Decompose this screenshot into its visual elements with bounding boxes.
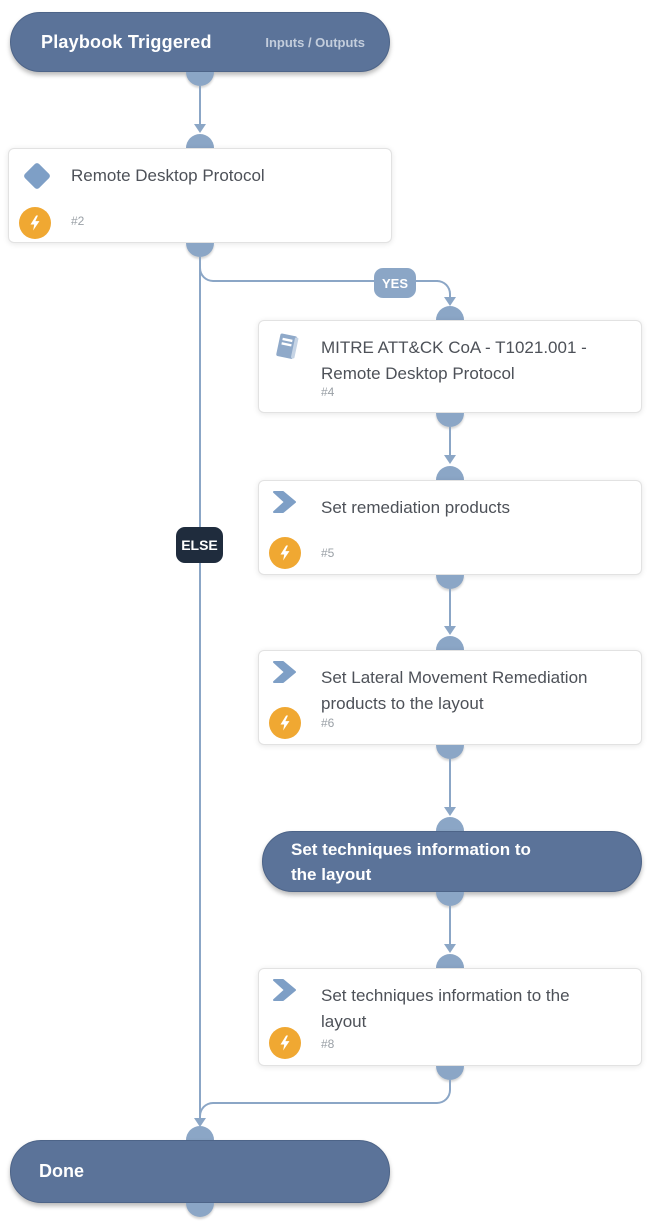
- else-branch-line: [199, 257, 201, 1119]
- connector-dot: [436, 954, 464, 968]
- connector-dot: [186, 72, 214, 86]
- task-title: Remote Desktop Protocol: [71, 166, 265, 185]
- connector-dot: [186, 1203, 214, 1217]
- task-number: #2: [71, 214, 85, 228]
- start-node-title: Playbook Triggered: [41, 31, 212, 52]
- task-chevron-icon: [273, 979, 297, 1006]
- inputs-outputs-link[interactable]: Inputs / Outputs: [265, 34, 365, 50]
- section-header-set-techniques-information[interactable]: Set techniques information to the layout: [262, 831, 642, 892]
- task-number: #4: [321, 385, 335, 399]
- playbook-book-icon: [273, 331, 303, 368]
- connector-arrow: [444, 626, 456, 635]
- automation-bolt-icon: [269, 537, 301, 569]
- task-title: Set remediation products: [321, 498, 510, 517]
- task-number: #8: [321, 1037, 335, 1051]
- connector-line: [449, 759, 451, 807]
- task-chevron-icon: [273, 491, 297, 518]
- connector-dot: [436, 306, 464, 320]
- connector-dot: [186, 134, 214, 148]
- done-node[interactable]: Done: [10, 1140, 390, 1203]
- connector-dot: [436, 1066, 464, 1080]
- task-title: Set techniques information to the layout: [321, 986, 570, 1031]
- connector-arrow: [194, 1118, 206, 1127]
- task-card-set-techniques-information[interactable]: Set techniques information to the layout…: [258, 968, 642, 1066]
- task-title: Set Lateral Movement Remediation product…: [321, 668, 588, 713]
- connector-curve: [199, 1102, 215, 1118]
- task-chevron-icon: [273, 661, 297, 688]
- yes-branch-badge: YES: [374, 268, 416, 298]
- connector-dot: [436, 575, 464, 589]
- task-card-mitre-attck-coa[interactable]: MITRE ATT&CK CoA - T1021.001 - Remote De…: [258, 320, 642, 413]
- yes-branch-line: [214, 280, 438, 282]
- condition-diamond-icon: [22, 161, 52, 191]
- connector-dot: [436, 413, 464, 427]
- end-node-title: Done: [39, 1161, 84, 1181]
- connector-arrow: [444, 455, 456, 464]
- task-number: #5: [321, 546, 335, 560]
- connector-arrow: [444, 944, 456, 953]
- connector-curve: [436, 1088, 451, 1104]
- task-card-set-remediation-products[interactable]: Set remediation products #5: [258, 480, 642, 575]
- connector-dot: [436, 817, 464, 831]
- connector-curve: [436, 280, 451, 297]
- task-title: MITRE ATT&CK CoA - T1021.001 - Remote De…: [321, 338, 587, 383]
- connector-dot: [436, 892, 464, 906]
- automation-bolt-icon: [269, 1027, 301, 1059]
- section-header-title: Set techniques information to the layout: [291, 839, 531, 884]
- connector-dot: [186, 243, 214, 257]
- task-number: #6: [321, 716, 335, 730]
- connector-arrow: [194, 124, 206, 133]
- connector-line: [199, 86, 201, 124]
- merge-branch-line: [214, 1102, 436, 1104]
- connector-line: [449, 427, 451, 455]
- connector-dot: [436, 636, 464, 650]
- connector-line: [449, 906, 451, 944]
- connector-line: [449, 295, 451, 298]
- automation-bolt-icon: [19, 207, 51, 239]
- connector-arrow: [444, 807, 456, 816]
- automation-bolt-icon: [269, 707, 301, 739]
- connector-curve: [199, 263, 215, 282]
- playbook-triggered-node[interactable]: Playbook Triggered Inputs / Outputs: [10, 12, 390, 72]
- connector-dot: [436, 745, 464, 759]
- connector-arrow: [444, 297, 456, 306]
- task-card-remote-desktop-protocol[interactable]: Remote Desktop Protocol #2: [8, 148, 392, 243]
- connector-dot: [186, 1126, 214, 1140]
- connector-line: [449, 1080, 451, 1090]
- connector-line: [449, 589, 451, 626]
- else-branch-badge: ELSE: [176, 527, 223, 563]
- connector-dot: [436, 466, 464, 480]
- task-card-set-lateral-movement-remediation[interactable]: Set Lateral Movement Remediation product…: [258, 650, 642, 745]
